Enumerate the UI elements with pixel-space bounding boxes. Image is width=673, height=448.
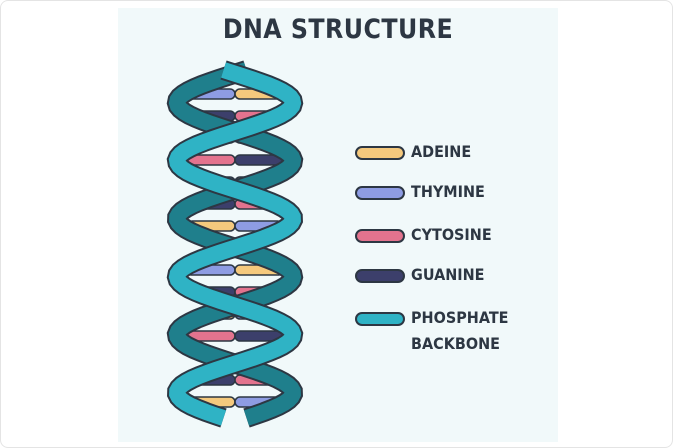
legend-label: GUANINE [411, 265, 485, 284]
adeine-swatch [355, 146, 405, 160]
legend-label: PHOSPHATE [411, 308, 509, 327]
legend-label: ADEINE [411, 142, 472, 161]
phosphate-backbone-swatch [355, 312, 405, 326]
base-pair [182, 330, 288, 342]
thymine-swatch [355, 186, 405, 200]
backbone-strand [166, 60, 304, 428]
backbone-strands [166, 60, 304, 428]
legend-label: CYTOSINE [411, 225, 492, 244]
base-pair [182, 154, 288, 166]
legend-label-line2: BACKBONE [411, 334, 500, 353]
diagram-title: DNA STRUCTURE [222, 14, 454, 45]
cytosine-swatch [355, 229, 405, 243]
dna-helix [166, 60, 304, 428]
guanine-swatch [355, 269, 405, 283]
legend-label: THYMINE [411, 182, 485, 201]
